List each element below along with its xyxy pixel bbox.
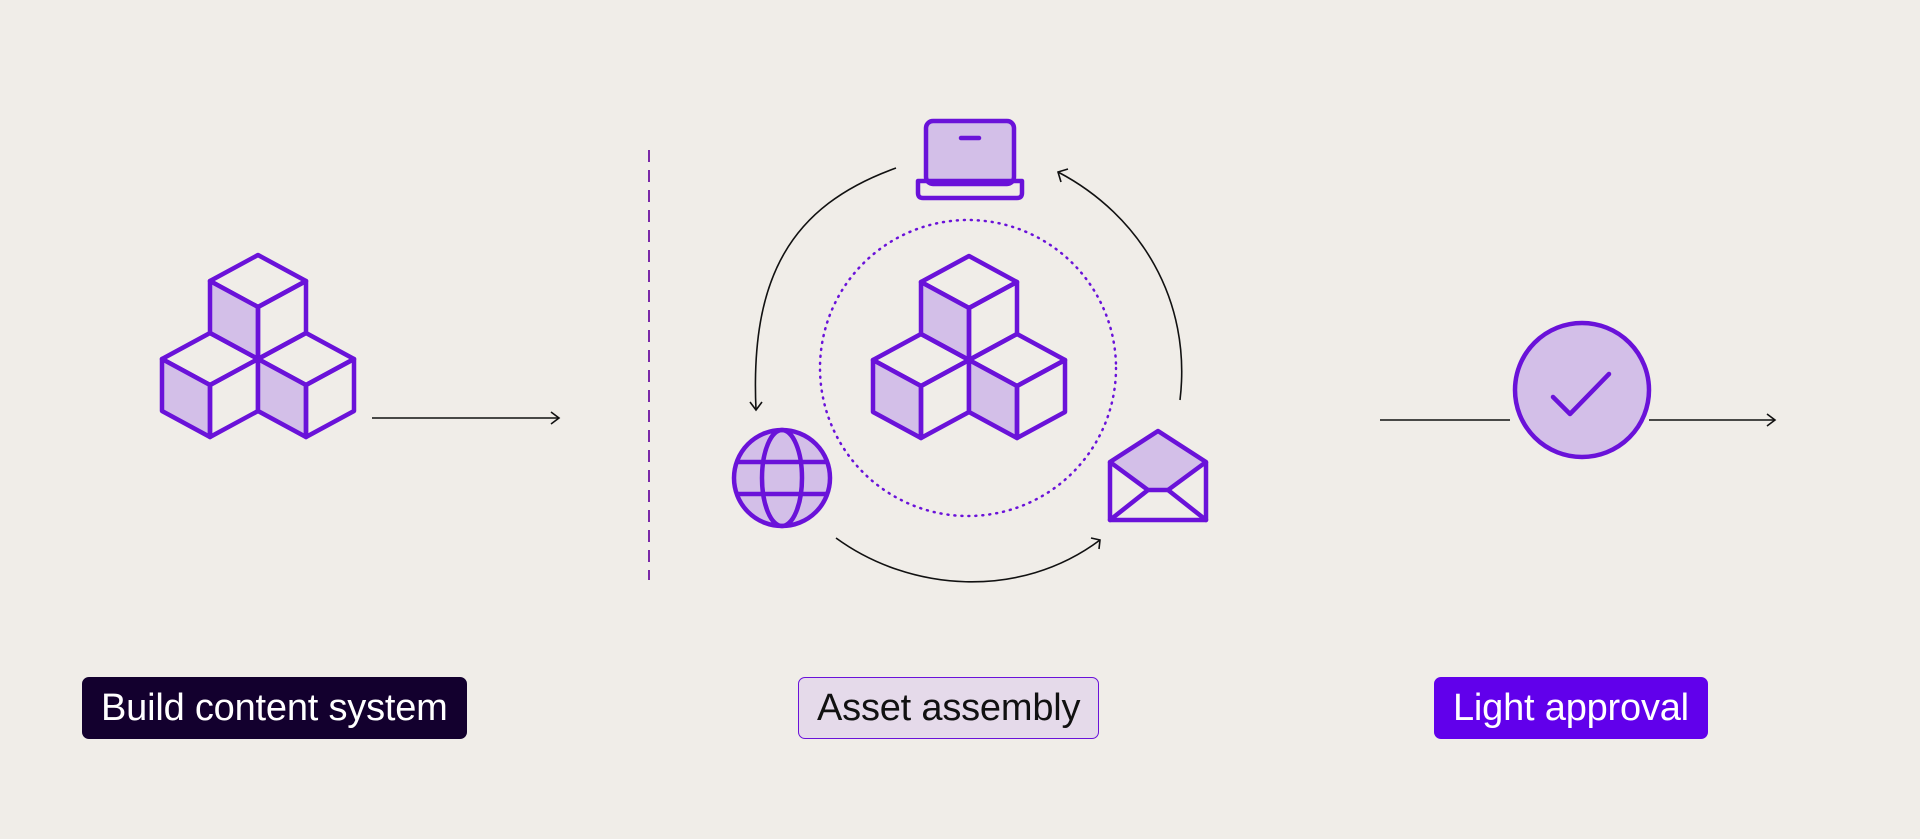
step-label-light-approval: Light approval xyxy=(1434,677,1708,739)
cubes-icon xyxy=(873,256,1065,438)
step-label-build-content-system: Build content system xyxy=(82,677,467,739)
globe-icon xyxy=(731,427,833,529)
cubes-icon xyxy=(162,255,354,437)
envelope-icon xyxy=(1107,428,1209,523)
laptop-icon xyxy=(915,118,1025,201)
cycle-arrow-top-left xyxy=(749,167,897,412)
cycle-arrow-bottom xyxy=(835,537,1101,583)
dotted-orbit xyxy=(818,218,1118,518)
check-circle-icon xyxy=(1512,320,1652,460)
arrow-right-connector xyxy=(372,411,561,425)
arrow-right-connector xyxy=(1649,413,1777,427)
cycle-arrow-right xyxy=(1057,168,1183,401)
step-label-asset-assembly: Asset assembly xyxy=(798,677,1100,739)
